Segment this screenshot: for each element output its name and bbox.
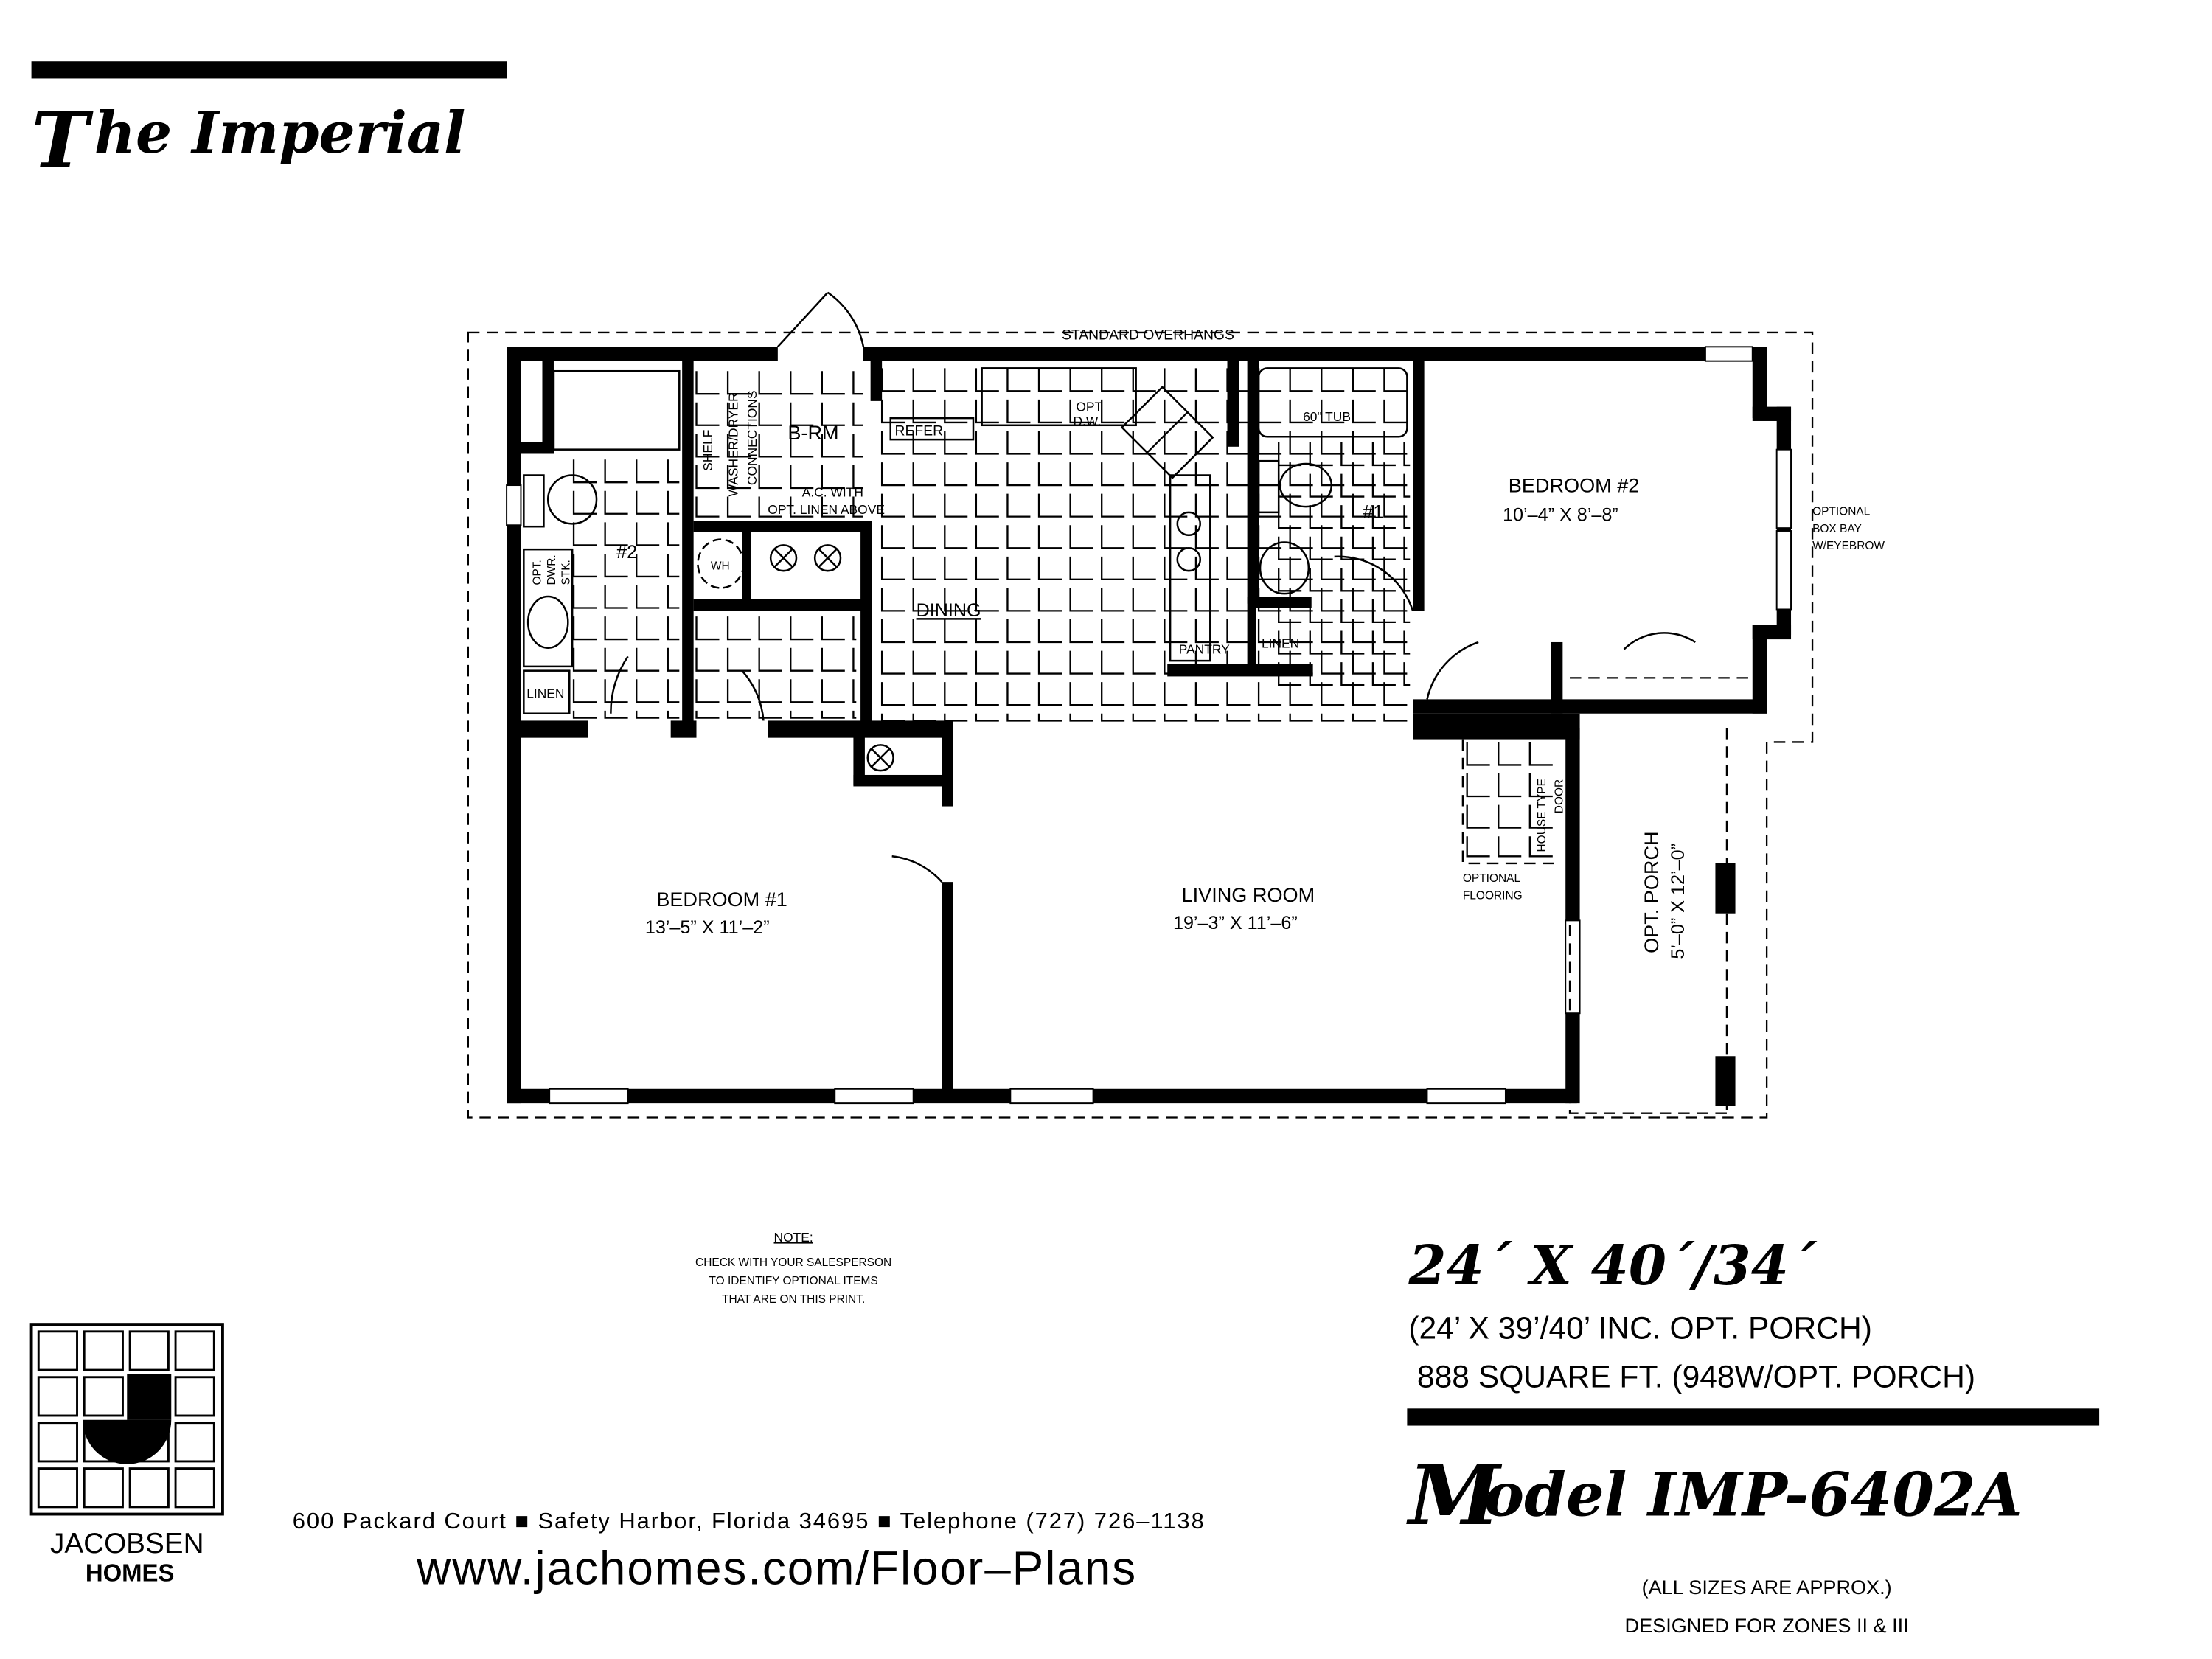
bedroom2-size: 10’–4” X 8’–8” [1503, 504, 1618, 525]
note-line2: TO IDENTIFY OPTIONAL ITEMS [709, 1275, 878, 1287]
connections-label: CONNECTIONS [745, 390, 759, 485]
opt-flooring-label-1: OPTIONAL [1463, 872, 1521, 885]
kitchen-sink [1120, 386, 1214, 479]
room-labels: BEDROOM #1 13’–5” X 11’–2” BEDROOM #2 10… [523, 390, 1885, 959]
interior-walls [521, 361, 1563, 1096]
dimensions-inc-porch: (24’ X 39’/40’ INC. OPT. PORCH) [1408, 1310, 1872, 1346]
exterior-walls [507, 347, 1792, 1104]
bedroom1-name: BEDROOM #1 [656, 888, 787, 911]
page-title: he Imperial [94, 100, 466, 167]
specs-block: 24´ X 40´/34´ (24’ X 39’/40’ INC. OPT. P… [1405, 1234, 2100, 1637]
counter [981, 367, 1137, 427]
porch-size: 5’–0” X 12’–0” [1668, 844, 1688, 959]
range [1169, 474, 1211, 662]
windows [506, 346, 1792, 1105]
refer-label: REFER [895, 422, 944, 439]
sink-1 [1259, 541, 1310, 595]
bedroom2-name: BEDROOM #2 [1509, 474, 1640, 497]
shelf-label: SHELF [700, 430, 715, 471]
note-title: NOTE: [774, 1230, 813, 1245]
title-initial: T [32, 94, 94, 185]
dining-label: DINING [917, 600, 981, 621]
model-number: odel IMP-6402A [1484, 1460, 2023, 1530]
jacobsen-homes-logo: JACOBSEN HOMES [29, 1323, 224, 1587]
box-bay-label-1: OPTIONAL [1812, 506, 1871, 518]
vanity-2 [523, 548, 574, 668]
opt-flooring-label-2: FLOORING [1463, 889, 1523, 902]
ac-label: A.C. WITH [802, 485, 863, 500]
model-initial: M [1405, 1447, 1502, 1544]
bedroom1-size: 13’–5” X 11’–2” [645, 917, 770, 938]
note-line1: CHECK WITH YOUR SALESPERSON [695, 1256, 891, 1269]
header-rule [31, 61, 507, 79]
designed-zones: DESIGNED FOR ZONES II & III [1625, 1614, 1909, 1637]
opt-dw-label-1: OPT [1076, 399, 1102, 414]
porch-outline [1461, 728, 1728, 1114]
overhang-outline [467, 331, 1814, 1119]
specs-rule [1407, 1408, 2100, 1426]
opt-dw-label-2: D.W. [1073, 414, 1101, 428]
brm-label: B-RM [787, 421, 838, 444]
box-bay-label-2: BOX BAY [1812, 523, 1862, 535]
linen-label-bath2: LINEN [526, 686, 564, 700]
living-room-name: LIVING ROOM [1182, 883, 1315, 906]
living-room-size: 19’–3” X 11’–6” [1173, 913, 1298, 933]
laundry-door [776, 291, 865, 348]
company-website[interactable]: www.jachomes.com/Floor–Plans [416, 1541, 1137, 1594]
home-dimensions: 24´ X 40´/34´ [1408, 1234, 1818, 1298]
bath2-label: #2 [616, 542, 637, 563]
toilet-2 [546, 474, 598, 525]
house-door-label-2: DOOR [1553, 779, 1565, 813]
toilet-1 [1279, 462, 1333, 508]
note-line3: THAT ARE ON THIS PRINT. [722, 1293, 865, 1306]
box-bay-label-3: W/EYEBROW [1812, 540, 1885, 552]
ac-unit-icons [769, 544, 894, 772]
logo-name-1: JACOBSEN [50, 1528, 204, 1559]
house-door-label-1: HOUSE TYPE [1536, 779, 1548, 852]
pantry-label: PANTRY [1179, 641, 1230, 656]
company-address: 600 Packard Court ■ Safety Harbor, Flori… [293, 1508, 1206, 1534]
wh-label: WH [711, 560, 730, 572]
opt-dwr-3: STK. [560, 560, 572, 585]
door-swings [610, 555, 1697, 883]
logo-name-2: HOMES [86, 1559, 175, 1587]
fixtures [523, 291, 1753, 1114]
porch-name: OPT. PORCH [1640, 831, 1663, 953]
linen-label-bath1: LINEN [1262, 636, 1299, 651]
bath1-label: #1 [1363, 502, 1383, 523]
standard-overhangs-label: STANDARD OVERHANGS [1062, 327, 1234, 344]
note-block: NOTE: CHECK WITH YOUR SALESPERSON TO IDE… [695, 1230, 891, 1306]
porch-posts [1715, 863, 1736, 1106]
opt-dwr-1: OPT. [532, 560, 544, 585]
shower [552, 369, 681, 451]
square-footage: 888 SQUARE FT. (948W/OPT. PORCH) [1417, 1359, 1975, 1394]
tile-floor [572, 368, 1553, 858]
refrigerator [889, 417, 975, 441]
opt-dwr-2: DWR. [546, 554, 558, 585]
tub-label: 60" TUB [1303, 409, 1351, 424]
opt-linen-label: OPT. LINEN ABOVE [768, 502, 885, 517]
water-heater [697, 538, 745, 589]
bathtub [1257, 367, 1408, 438]
washer-label: WASHER/DRYER [726, 392, 741, 496]
sizes-approx: (ALL SIZES ARE APPROX.) [1642, 1576, 1892, 1599]
